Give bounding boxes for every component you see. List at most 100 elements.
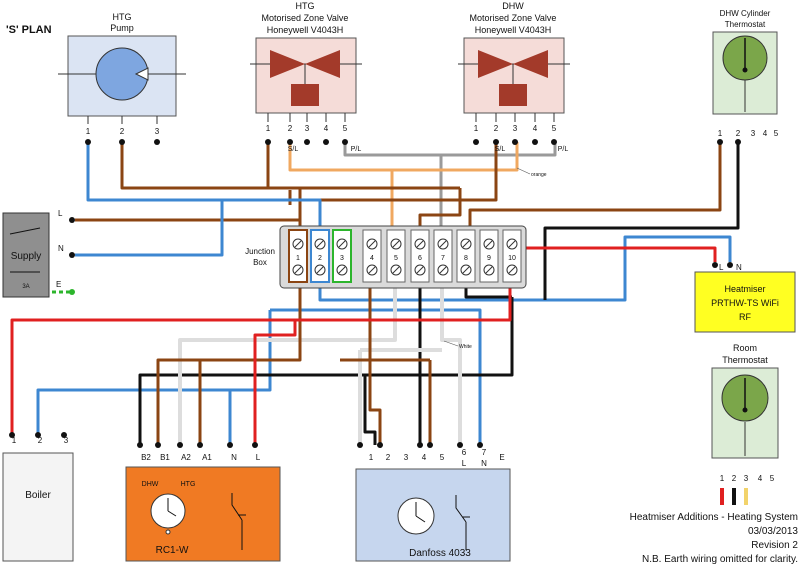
- blue-wire: [270, 308, 482, 445]
- notes: Heatmiser Additions - Heating System 03/…: [630, 512, 799, 565]
- supply-box: [2, 212, 50, 298]
- cylinder-stat-terminal-label: 3: [751, 129, 756, 138]
- valve-actuator-icon: [499, 84, 527, 106]
- htg-valve-pl-label: P/L: [351, 146, 362, 153]
- boiler-label: Boiler: [25, 490, 51, 501]
- htg-valve-terminals: 1 2 3 4 5 S/L P/L: [266, 124, 362, 153]
- cylinder-stat-title: DHW Cylinder: [720, 9, 771, 18]
- boiler-terminal-label: 2: [38, 436, 43, 445]
- supply-e-label: E: [56, 280, 61, 289]
- orange-wire: [288, 142, 519, 172]
- cylinder-stat-subtitle: Thermostat: [725, 20, 766, 29]
- supply-n-label: N: [58, 244, 64, 253]
- junction-terminal: 7: [433, 229, 453, 283]
- rc1w-terminal-label: N: [231, 453, 237, 462]
- valve-body-icon: [270, 50, 305, 78]
- white-wire: [178, 262, 397, 445]
- pump-terminal-label: 2: [120, 127, 125, 136]
- danfoss-terminal-label: 6: [462, 448, 467, 457]
- heatmiser-n-label: N: [736, 263, 742, 272]
- boiler: Boiler 1 2 3: [2, 432, 74, 562]
- black-wire: [363, 375, 377, 445]
- brown-wire: [156, 262, 302, 445]
- rc1w-terminal-label: L: [256, 453, 261, 462]
- heatmiser-rf: RF: [739, 312, 751, 322]
- dhw-valve-terminal-label: 4: [533, 124, 538, 133]
- pump-terminal-label: 1: [86, 127, 91, 136]
- valve-body-icon: [513, 50, 548, 78]
- cylinder-stat-terminal-label: 4: [763, 129, 768, 138]
- switch-icon: [231, 493, 246, 550]
- brown-wire: [120, 142, 460, 190]
- room-stat-terminal-label: 4: [758, 474, 763, 483]
- dhw-valve: DHW Motorised Zone Valve Honeywell V4043…: [458, 1, 570, 178]
- black-wire: [138, 297, 514, 445]
- brown-wire: [368, 262, 382, 445]
- dhw-valve-subtitle: Motorised Zone Valve: [470, 13, 557, 23]
- dhw-valve-sl-label: S/L: [495, 146, 506, 153]
- red-wire: [10, 262, 512, 435]
- dhw-valve-terminal-label: 2: [494, 124, 499, 133]
- brown-wire: [300, 142, 498, 202]
- room-stat-terminal-label: 5: [770, 474, 775, 483]
- black-wire: [543, 142, 740, 300]
- danfoss-label: Danfoss 4033: [409, 548, 471, 559]
- blue-wire: [545, 235, 732, 302]
- junction-terminal: 4: [362, 229, 382, 283]
- junction-terminal-label: 9: [487, 255, 491, 262]
- note-earth: N.B. Earth wiring omitted for clarity.: [642, 554, 798, 565]
- note-date: 03/03/2013: [748, 526, 798, 537]
- danfoss-terminal-label: 7: [482, 448, 487, 457]
- white-wire: [440, 262, 462, 445]
- heatmiser-l-label: L: [719, 263, 724, 272]
- htg-valve-terminal-label: 4: [324, 124, 329, 133]
- htg-valve: HTG Motorised Zone Valve Honeywell V4043…: [250, 1, 362, 153]
- danfoss-terminal-label: 1: [369, 453, 374, 462]
- grey-wire: [343, 142, 557, 157]
- note-title: Heatmiser Additions - Heating System: [630, 512, 798, 523]
- junction-terminal-label: 4: [370, 255, 374, 262]
- room-stat-title: Room: [733, 343, 757, 353]
- room-thermostat: Room Thermostat 1 2 3 4 5: [711, 343, 779, 505]
- danfoss-controller: 1 2 3 4 5 6 7 E L N Danfoss 4033: [355, 442, 511, 562]
- junction-terminal: 10: [502, 229, 522, 283]
- red-wire: [510, 246, 717, 262]
- htg-valve-terminal-label: 2: [288, 124, 293, 133]
- page-title: 'S' PLAN: [6, 24, 52, 36]
- junction-terminal: 9: [479, 229, 499, 283]
- danfoss-terminal-label: 5: [440, 453, 445, 462]
- dhw-valve-terminal-label: 1: [474, 124, 479, 133]
- valve-actuator-icon: [291, 84, 319, 106]
- cylinder-stat-terminals: 1 2 3 4 5: [718, 129, 779, 138]
- dhw-valve-terminals: 1 2 3 4 5 S/L P/L: [474, 124, 569, 153]
- danfoss-n-label: N: [481, 459, 487, 468]
- heatmiser-model: PRTHW-TS WiFi: [711, 298, 779, 308]
- room-stat-terminal-label: 2: [732, 474, 737, 483]
- supply: Supply 3A L N E: [2, 209, 75, 298]
- danfoss-terminal-label: E: [499, 453, 504, 462]
- heatmiser-title: Heatmiser: [724, 284, 765, 294]
- junction-terminal-label: 6: [418, 255, 422, 262]
- danfoss-terminal-label: 3: [404, 453, 409, 462]
- junction-terminal: 3: [332, 229, 352, 283]
- danfoss-terminals: 1 2 3 4 5 6 7 E L N: [369, 448, 505, 468]
- supply-l-label: L: [58, 209, 63, 218]
- junction-terminal: 5: [386, 229, 406, 283]
- dhw-valve-title: DHW: [502, 1, 524, 11]
- pump-title: HTG: [113, 12, 132, 22]
- boiler-terminals: 1 2 3: [12, 436, 69, 445]
- junction-terminal-label: 1: [296, 255, 300, 262]
- valve-body-icon: [305, 50, 340, 78]
- terminal-dot: [154, 139, 160, 145]
- htg-valve-terminal-label: 3: [305, 124, 310, 133]
- htg-valve-subtitle: Motorised Zone Valve: [262, 13, 349, 23]
- junction-terminal-label: 3: [340, 255, 344, 262]
- supply-label: Supply: [11, 251, 42, 262]
- supply-fuse-label: 3A: [22, 284, 29, 290]
- junction-terminal-label: 5: [394, 255, 398, 262]
- danfoss-l-label: L: [462, 459, 467, 468]
- rc1w-htg-label: HTG: [181, 481, 196, 488]
